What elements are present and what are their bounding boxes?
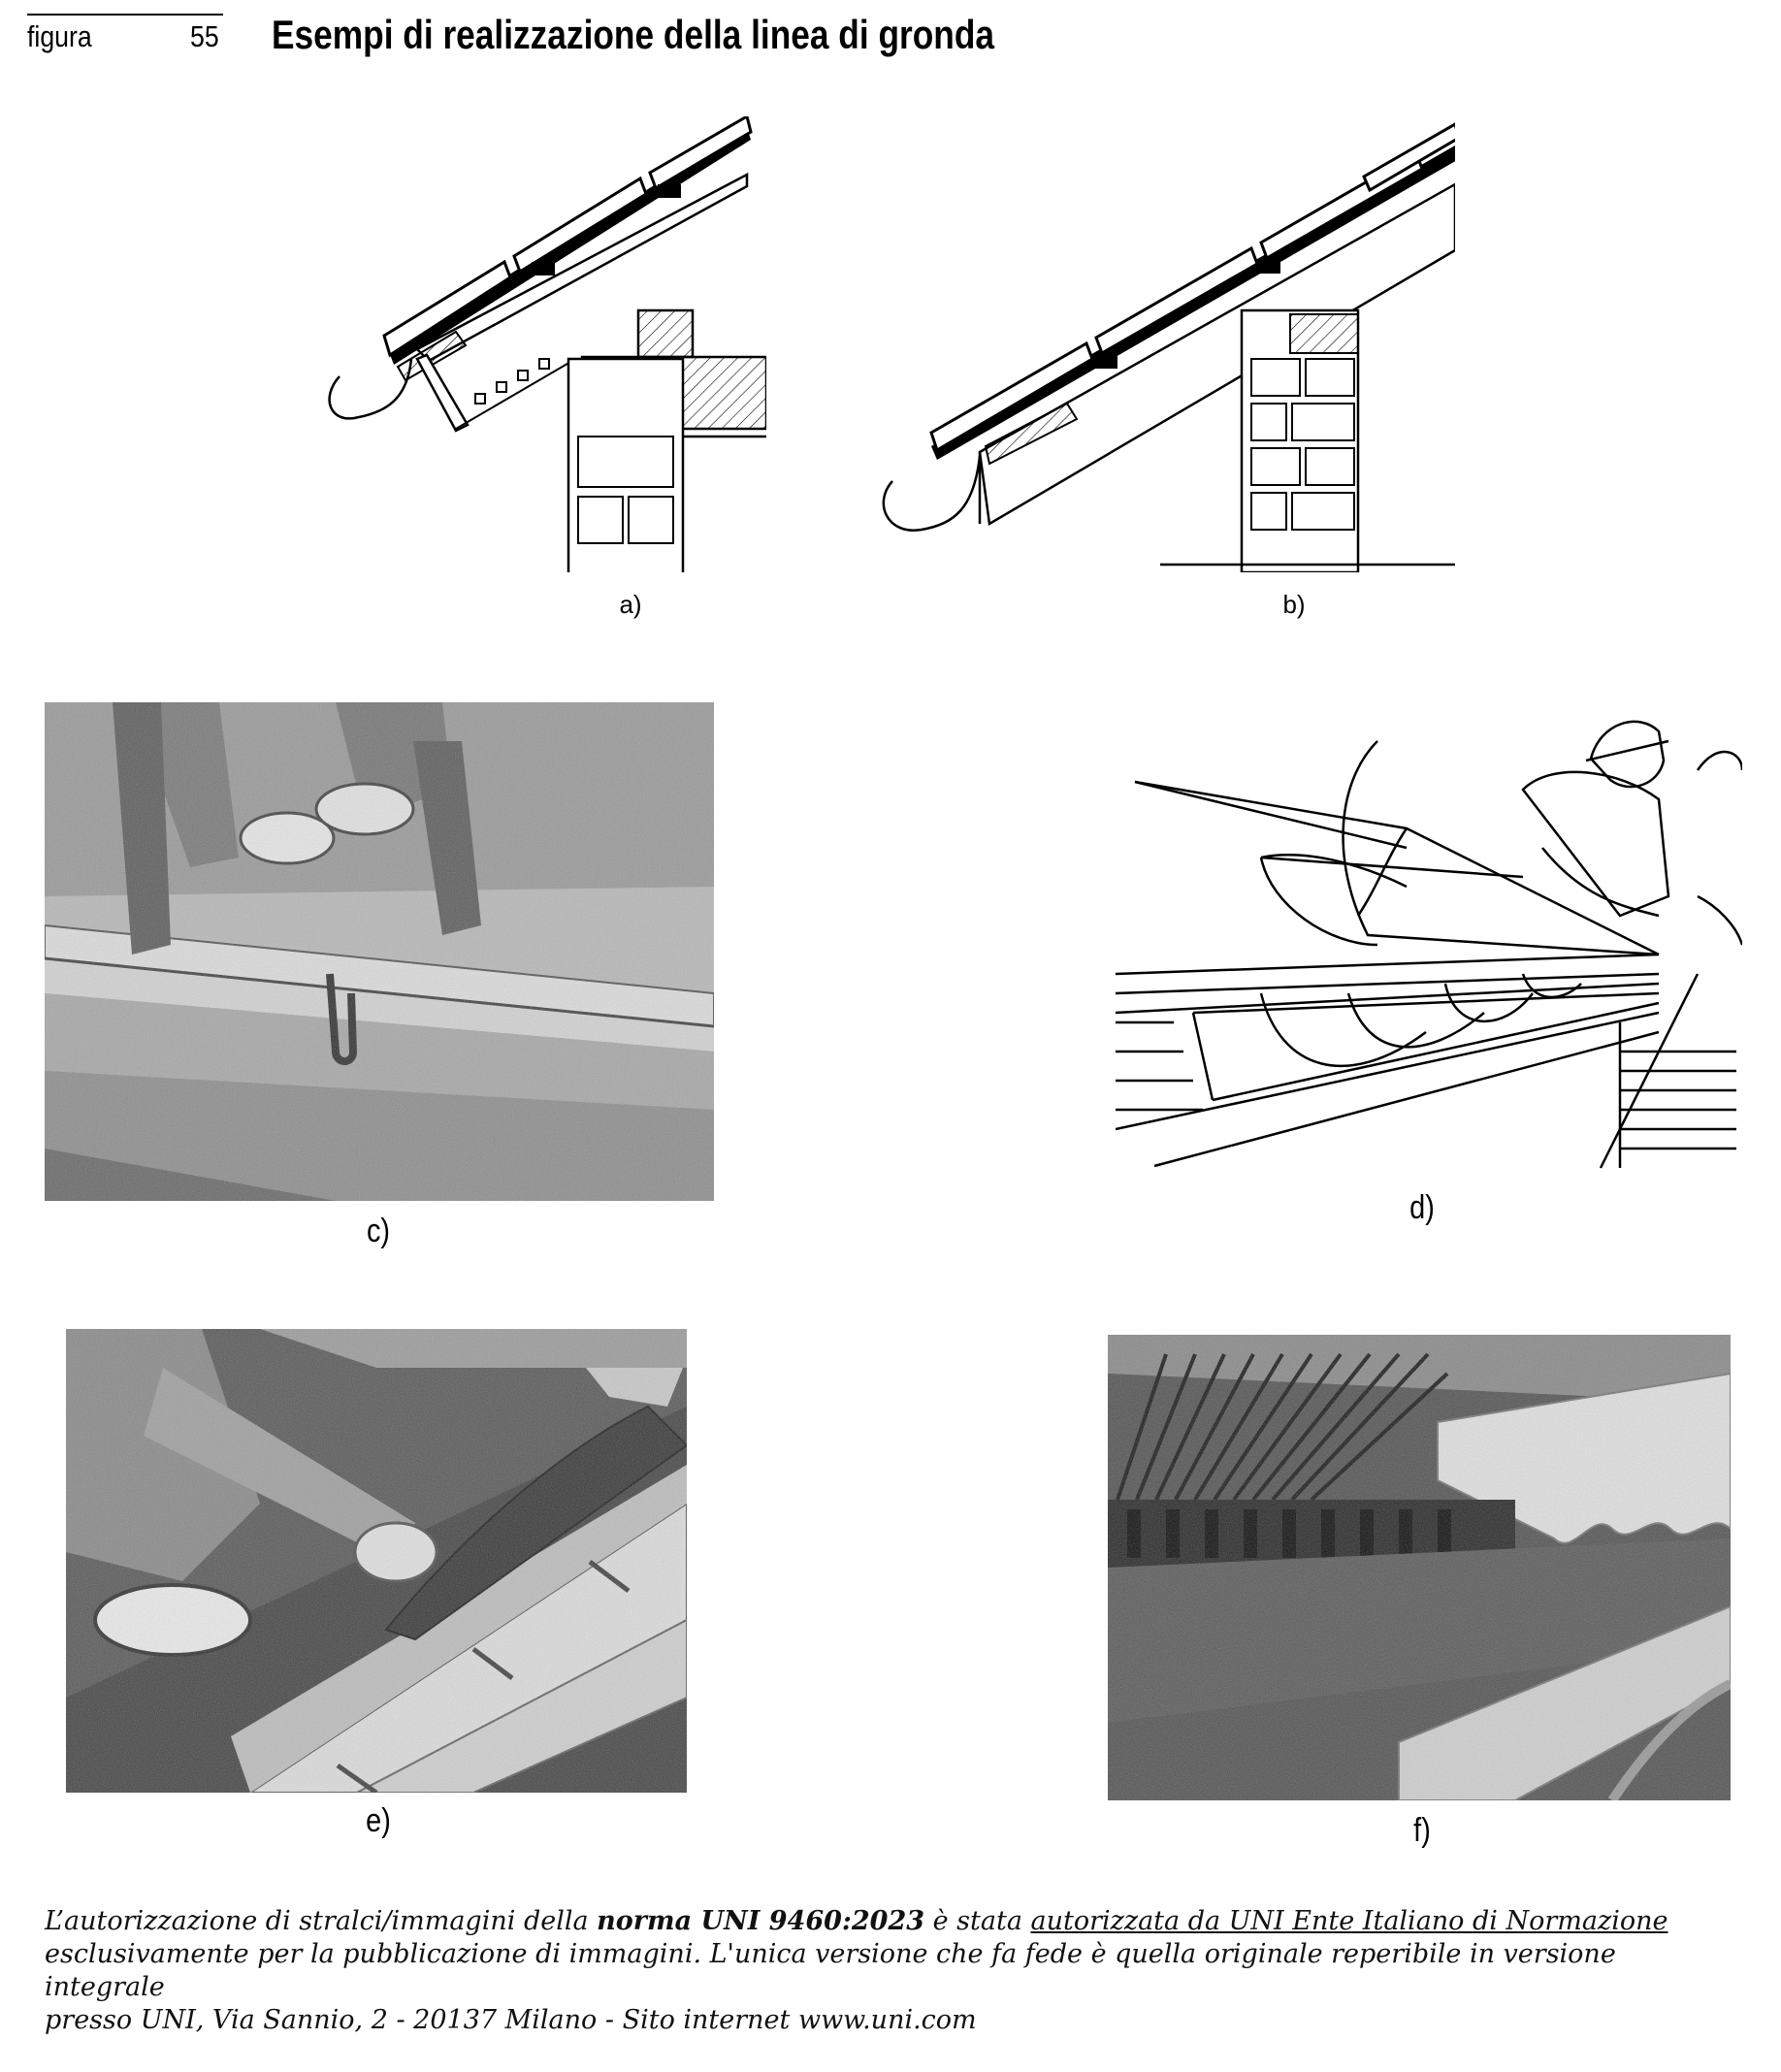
photo-c	[45, 702, 714, 1201]
copyright-notice: L’autorizzazione di stralci/immagini del…	[45, 1905, 1694, 2037]
drawing-d-workers-installing-gutter	[1116, 720, 1742, 1169]
footer-line-1: L’autorizzazione di stralci/immagini del…	[45, 1905, 1694, 1938]
caption-a: a)	[619, 590, 642, 619]
photo-e-membrane-laying	[66, 1329, 687, 1793]
photo-f-ventilation-comb	[1108, 1335, 1731, 1800]
caption-e: e)	[366, 1802, 391, 1839]
caption-c: c)	[366, 1213, 391, 1249]
footer-line-3: presso UNI, Via Sannio, 2 - 20137 Milano…	[45, 2005, 977, 2035]
photo-c-gutter-placement	[45, 702, 714, 1201]
eave-section-drawing-a	[328, 116, 766, 572]
header-rule	[27, 14, 223, 16]
caption-f: f)	[1413, 1812, 1431, 1849]
footer-line-2: esclusivamente per la pubblicazione di i…	[45, 1939, 1616, 2002]
photo-f	[1108, 1335, 1731, 1800]
drawing-a	[320, 116, 766, 572]
eave-section-drawing-b	[882, 122, 1455, 572]
footer-authorization-link[interactable]: autorizzata da UNI Ente Italiano di Norm…	[1030, 1906, 1668, 1936]
photo-e	[66, 1329, 687, 1793]
figure-number: 55	[190, 19, 219, 53]
caption-b: b)	[1282, 590, 1306, 619]
footer-standard-name: norma UNI 9460:2023	[597, 1906, 925, 1936]
figure-word: figura	[27, 19, 92, 53]
drawing-d	[1116, 702, 1742, 1178]
drawing-b	[873, 116, 1455, 572]
footer-text-1: L’autorizzazione di stralci/immagini del…	[45, 1906, 598, 1936]
figure-title: Esempi di realizzazione della linea di g…	[272, 12, 995, 57]
footer-text-2: è stata	[924, 1906, 1031, 1936]
caption-d: d)	[1409, 1189, 1435, 1226]
